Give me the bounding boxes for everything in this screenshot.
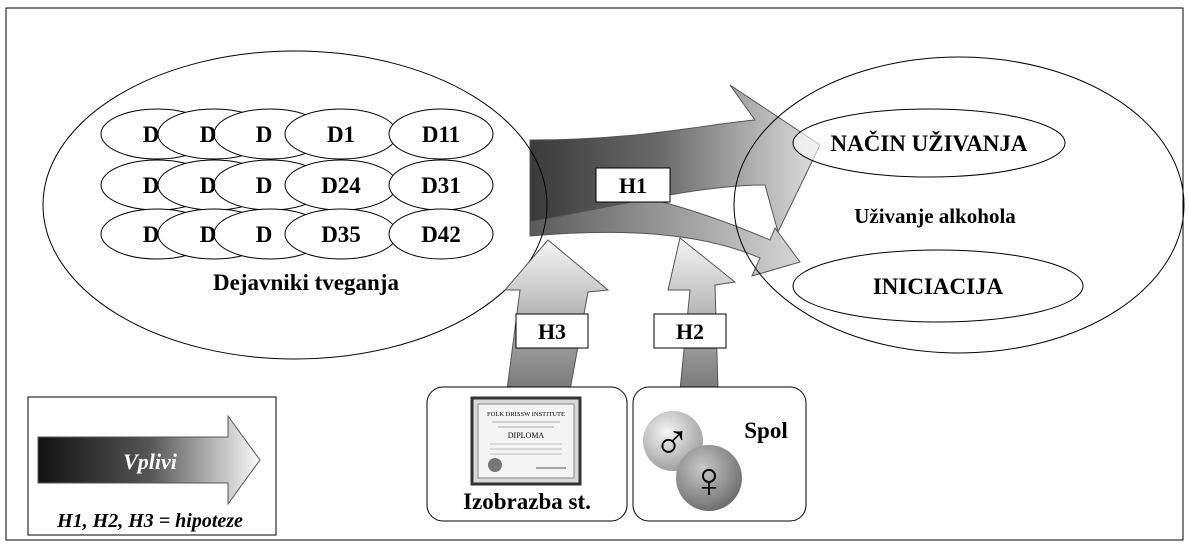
risk-factor-label: D — [200, 173, 217, 198]
nacin-label: NAČIN UŽIVANJA — [830, 130, 1027, 156]
risk-factor-label: D — [143, 122, 160, 147]
svg-text:♀: ♀ — [690, 452, 728, 508]
risk-factor-ellipse — [388, 208, 494, 260]
legend-arrow — [37, 414, 261, 506]
risk-factors-caption: Dejavniki tveganja — [213, 270, 399, 295]
svg-text:FOLK DRISSW INSTITUTE: FOLK DRISSW INSTITUTE — [487, 411, 565, 418]
h1-box — [595, 167, 671, 203]
risk-factor-label: D35 — [321, 222, 361, 247]
legend-arrow-label: Vplivi — [123, 449, 178, 474]
risk-factor-label: D31 — [421, 173, 461, 198]
risk-factor-label: D — [256, 122, 273, 147]
risk-factor-label: D — [200, 122, 217, 147]
education-label: Izobrazba st. — [463, 489, 591, 514]
risk-factor-label: D24 — [321, 173, 361, 198]
h2-label: H2 — [676, 319, 704, 344]
gender-label: Spol — [744, 418, 787, 443]
h3-box — [515, 313, 589, 349]
h2-box — [653, 313, 727, 349]
alcohol-caption: Uživanje alkohola — [854, 204, 1016, 228]
diploma-image: FOLK DRISSW INSTITUTE DIPLOMA — [470, 396, 582, 486]
iniciacija-label: INICIACIJA — [873, 274, 1004, 299]
h3-label: H3 — [538, 319, 566, 344]
risk-factor-label: D — [200, 222, 217, 247]
alcohol-ellipse — [733, 56, 1185, 354]
risk-factor-label: D11 — [422, 122, 460, 147]
h1-label: H1 — [619, 173, 647, 198]
risk-factor-label: D — [256, 173, 273, 198]
risk-factor-label: D1 — [327, 122, 355, 147]
nacin-ellipse — [792, 108, 1066, 178]
risk-factor-label: D42 — [421, 222, 461, 247]
risk-factor-label: D — [143, 173, 160, 198]
risk-factor-ellipse — [388, 108, 494, 160]
risk-factor-label: D — [256, 222, 273, 247]
risk-factors-ellipse — [42, 50, 548, 360]
legend-note: H1, H2, H3 = hipoteze — [56, 510, 243, 532]
risk-factor-label: D — [143, 222, 160, 247]
iniciacija-ellipse — [792, 249, 1084, 323]
svg-text:DIPLOMA: DIPLOMA — [508, 431, 545, 440]
female-symbol-icon: ♀ — [676, 445, 742, 511]
